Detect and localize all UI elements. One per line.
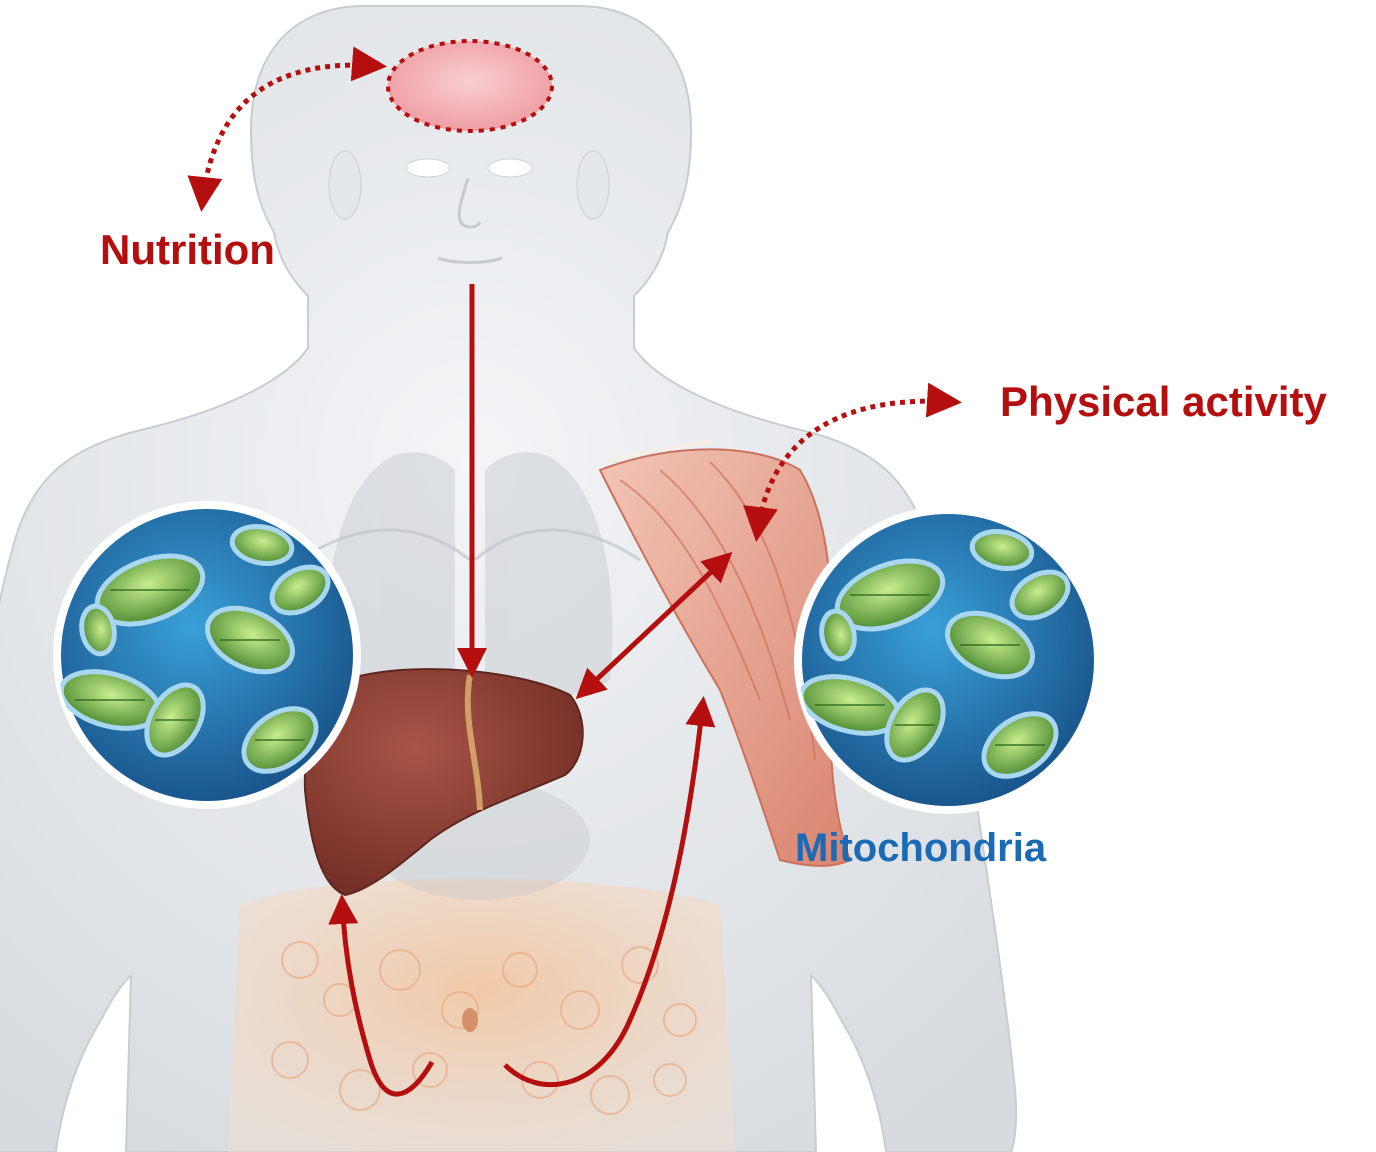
ear-left xyxy=(329,151,361,219)
eye-left xyxy=(406,159,450,177)
label-mitochondria: Mitochondria xyxy=(795,828,1046,868)
brain-region-icon xyxy=(388,41,552,131)
mitochondria-icon xyxy=(795,510,1098,810)
adipose-tissue-icon xyxy=(228,879,735,1152)
mitochondria-icon xyxy=(55,505,357,805)
ear-right xyxy=(577,151,609,219)
label-physical-activity: Physical activity xyxy=(1000,381,1327,423)
eye-right xyxy=(488,159,532,177)
navel xyxy=(462,1008,478,1032)
label-nutrition: Nutrition xyxy=(100,229,275,271)
